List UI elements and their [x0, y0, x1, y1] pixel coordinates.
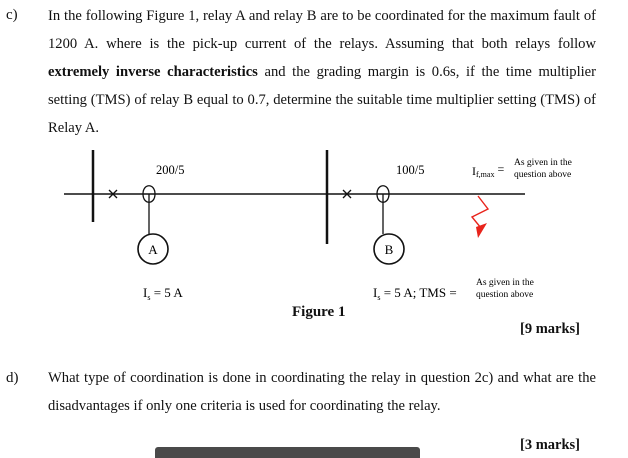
relay-b-note-line2: question above — [476, 290, 533, 300]
question-d-marks: [3 marks] — [520, 437, 581, 453]
breaker-a — [108, 189, 118, 199]
fault-note-line2: question above — [514, 170, 571, 180]
ct-b — [376, 185, 390, 234]
question-c-text: In the following Figure 1, relay A and r… — [48, 2, 596, 142]
relay-a-setting: Is = 5 A — [143, 285, 183, 300]
ct-a — [142, 185, 156, 234]
fault-arrowhead-icon — [476, 223, 487, 238]
breaker-b — [342, 189, 352, 199]
question-c-text-before: In the following Figure 1, relay A and r… — [48, 8, 596, 52]
question-c-marks: [9 marks] — [520, 321, 581, 337]
relay-b-setting: Is = 5 A; TMS = — [373, 285, 457, 300]
figure-caption: Figure 1 — [292, 304, 346, 320]
question-d-label: d) — [6, 370, 19, 386]
figure-1-diagram: A B 200/5 100/5 If,max = As given in the… — [64, 150, 572, 300]
fault-current-label: If,max = — [472, 162, 504, 179]
question-c-label: c) — [6, 7, 18, 23]
ct-a-ratio: 200/5 — [156, 163, 184, 177]
relay-a — [137, 233, 169, 265]
question-d-text: What type of coordination is done in coo… — [48, 370, 596, 414]
ct-b-ratio: 100/5 — [396, 163, 424, 177]
relay-b-label: B — [385, 242, 394, 257]
fault-note-line1: As given in the — [514, 158, 572, 168]
question-c-text-after: and the grading margin is 0.6s, if the t… — [48, 64, 597, 136]
question-c-text-bold: extremely inverse characteristics — [48, 64, 258, 80]
relay-a-label: A — [148, 242, 158, 257]
bottom-toolbar — [155, 447, 420, 458]
fault-arrow-icon — [470, 195, 490, 229]
relay-b — [373, 233, 405, 265]
relay-b-note-line1: As given in the — [476, 278, 534, 288]
